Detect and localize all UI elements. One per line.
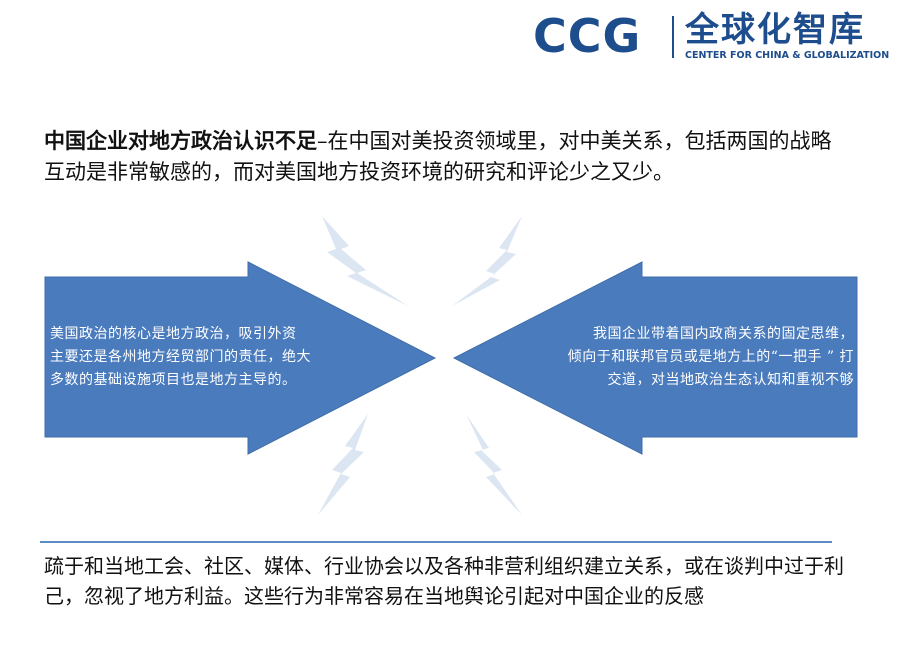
ccg-logo: CCG 全球化智库 CENTER FOR CHINA & GLOBALIZATI… [533,10,895,66]
intro-heading: 中国企业对地方政治认识不足 [44,128,317,153]
right-arrow-line: 我国企业带着国内政商关系的固定思维， [593,326,854,342]
lightning-bolt-lower-left [318,414,368,515]
bottom-paragraph: 疏于和当地工会、社区、媒体、行业协会以及各种非营利组织建立关系，或在谈判中过于利… [44,554,844,608]
logo-english-name: CENTER FOR CHINA & GLOBALIZATION [685,50,890,61]
logo-mark: CCG [533,9,642,63]
intro-paragraph: 中国企业对地方政治认识不足–在中国对美投资领域里，对中美关系，包括两国的战略互动… [44,125,844,188]
section-divider [40,541,832,543]
lightning-bolt-lower-right [466,414,522,515]
lightning-bolt-upper-right [452,216,522,306]
logo-divider [672,16,674,58]
logo-chinese-name: 全球化智库 [685,10,865,50]
left-arrow-line: 主要还是各州地方经贸部门的责任，绝大 [50,349,311,365]
lightning-bolt-upper-left [322,216,408,306]
right-arrow-text: 我国企业带着国内政商关系的固定思维， 倾向于和联邦官员或是地方上的“一把手 ” … [462,323,854,392]
right-arrow-line: 倾向于和联邦官员或是地方上的“一把手 ” 打 [567,349,854,365]
right-arrow-line: 交道，对当地政治生态认知和重视不够 [607,372,854,388]
left-arrow-shape [44,261,437,455]
left-arrow-line: 多数的基础设施项目也是地方主导的。 [50,372,297,388]
right-arrow-shape [452,261,858,455]
left-arrow-line: 美国政治的核心是地方政治，吸引外资 [50,326,297,342]
left-arrow-text: 美国政治的核心是地方政治，吸引外资 主要还是各州地方经贸部门的责任，绝大 多数的… [50,323,390,392]
intro-body: –在中国对美投资领域里，对中美关系，包括两国的战略互动是非常敏感的，而对美国地方… [44,129,832,184]
